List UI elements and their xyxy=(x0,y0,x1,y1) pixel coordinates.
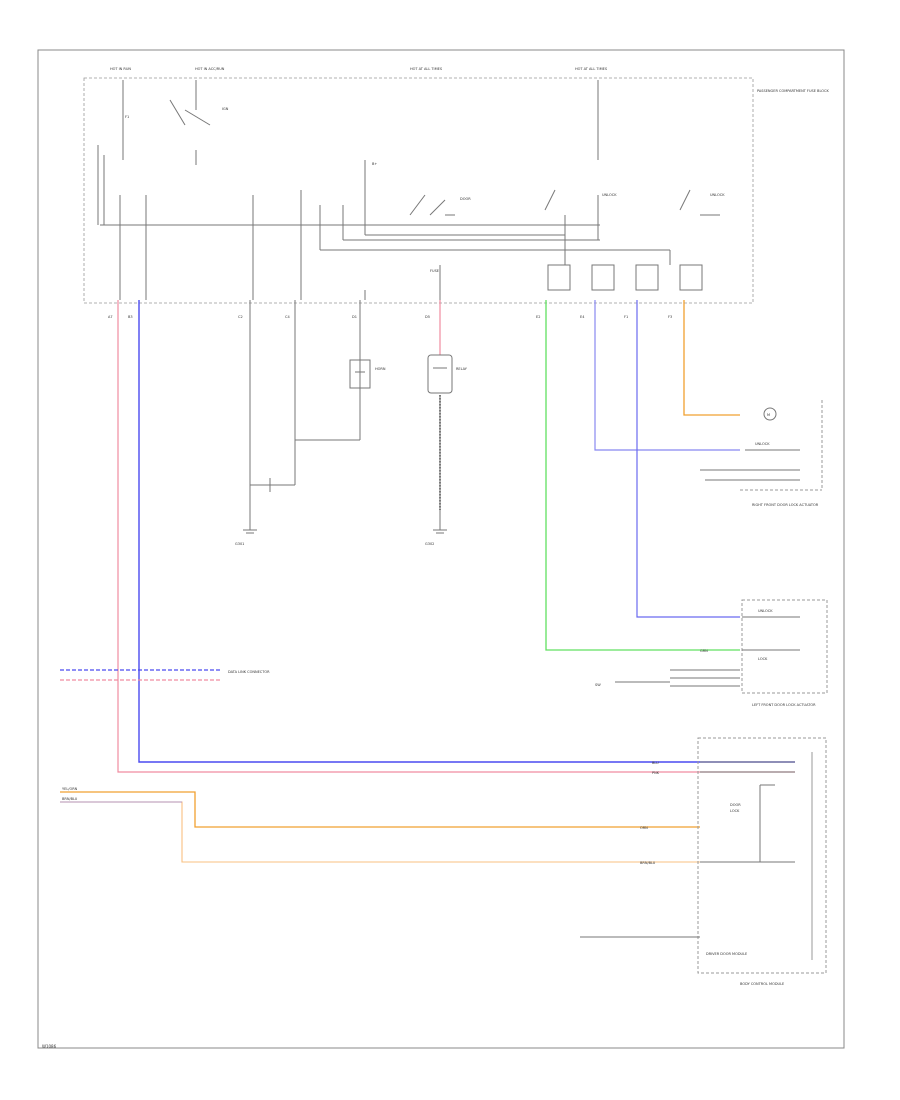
svg-text:DOOR: DOOR xyxy=(730,803,741,807)
connector-pin-labels: A7 B3 C2 C4 D1 D5 E2 E4 F1 F3 xyxy=(108,315,672,319)
footer-code: W1086 xyxy=(42,1044,57,1049)
hot-run-label-2: HOT IN ACC/RUN xyxy=(195,67,225,71)
body-control-module: DOOR LOCK DRIVER DOOR MODULE BODY CONTRO… xyxy=(580,737,827,986)
blue-light-wire-2 xyxy=(636,300,740,618)
fuse-block-internal-wiring xyxy=(97,80,720,300)
diagram-frame xyxy=(37,49,845,1049)
ground-1: G301 xyxy=(235,510,257,546)
svg-text:A7: A7 xyxy=(108,315,113,319)
svg-text:SW: SW xyxy=(595,683,601,687)
svg-text:FUSE: FUSE xyxy=(430,269,439,273)
svg-text:DATA LINK CONNECTOR: DATA LINK CONNECTOR xyxy=(228,670,270,674)
svg-text:B+: B+ xyxy=(372,162,377,166)
svg-text:LEFT FRONT DOOR LOCK ACTUATOR: LEFT FRONT DOOR LOCK ACTUATOR xyxy=(752,703,816,707)
left-front-actuator: UNLOCK LOCK SW LEFT FRONT DOOR LOCK ACTU… xyxy=(595,599,828,707)
svg-text:BODY CONTROL MODULE: BODY CONTROL MODULE xyxy=(740,982,784,986)
svg-text:BRN/BLU: BRN/BLU xyxy=(640,861,656,865)
hot-at-all-times-label-1: HOT AT ALL TIMES xyxy=(410,67,443,71)
svg-text:M: M xyxy=(767,413,770,417)
hot-run-label-1: HOT IN RUN xyxy=(110,67,131,71)
svg-text:LOCK: LOCK xyxy=(730,809,740,813)
svg-text:ORN: ORN xyxy=(640,826,648,830)
svg-text:UNLOCK: UNLOCK xyxy=(755,442,770,446)
svg-text:DOOR: DOOR xyxy=(460,197,471,201)
svg-text:F1: F1 xyxy=(125,115,129,119)
svg-text:HORN: HORN xyxy=(375,367,386,371)
svg-text:E4: E4 xyxy=(580,315,585,319)
svg-text:UNLOCK: UNLOCK xyxy=(710,193,725,197)
svg-text:F3: F3 xyxy=(668,315,672,319)
blue-light-wire-1 xyxy=(594,300,740,451)
svg-text:BRN/BLU: BRN/BLU xyxy=(62,797,78,801)
svg-text:YEL/ORN: YEL/ORN xyxy=(62,787,78,791)
svg-text:IGN: IGN xyxy=(222,107,229,111)
svg-text:UNLOCK: UNLOCK xyxy=(602,193,617,197)
blue-wire xyxy=(138,300,795,763)
svg-text:RIGHT FRONT DOOR LOCK ACTUATOR: RIGHT FRONT DOOR LOCK ACTUATOR xyxy=(752,503,819,507)
svg-text:C2: C2 xyxy=(238,315,243,319)
svg-text:PNK: PNK xyxy=(652,771,660,775)
fuse-block-label: PASSENGER COMPARTMENT FUSE BLOCK xyxy=(757,89,829,93)
relay-coil-2 xyxy=(427,354,453,394)
svg-text:E2: E2 xyxy=(536,315,540,319)
green-wire xyxy=(545,300,740,651)
svg-text:C4: C4 xyxy=(285,315,290,319)
svg-text:B3: B3 xyxy=(128,315,133,319)
svg-text:BLU: BLU xyxy=(652,761,659,765)
svg-text:G301: G301 xyxy=(235,542,244,546)
svg-text:UNLOCK: UNLOCK xyxy=(758,609,773,613)
right-front-actuator: M UNLOCK RIGHT FRONT DOOR LOCK ACTUATOR xyxy=(700,400,823,507)
ground-2: G302 xyxy=(425,510,447,546)
svg-text:D5: D5 xyxy=(425,315,430,319)
svg-text:DRIVER DOOR MODULE: DRIVER DOOR MODULE xyxy=(706,952,747,956)
svg-text:D1: D1 xyxy=(352,315,357,319)
svg-text:GRN: GRN xyxy=(700,649,708,653)
orange-wire-top xyxy=(683,300,740,416)
pink-wire xyxy=(117,300,795,773)
svg-text:RELAY: RELAY xyxy=(456,367,468,371)
svg-text:G302: G302 xyxy=(425,542,434,546)
svg-text:LOCK: LOCK xyxy=(758,657,768,661)
svg-text:F1: F1 xyxy=(624,315,628,319)
fuse-block-box xyxy=(83,77,754,304)
component-wiring xyxy=(249,300,441,510)
driver-door-wires xyxy=(60,791,700,863)
fuse-block-small-labels: F1 IGN B+ DOOR UNLOCK UNLOCK FUSE xyxy=(125,107,725,273)
hot-at-all-times-label-2: HOT AT ALL TIMES xyxy=(575,67,608,71)
data-link-wires: DATA LINK CONNECTOR xyxy=(60,669,270,681)
relay-coil-1 xyxy=(349,359,371,389)
